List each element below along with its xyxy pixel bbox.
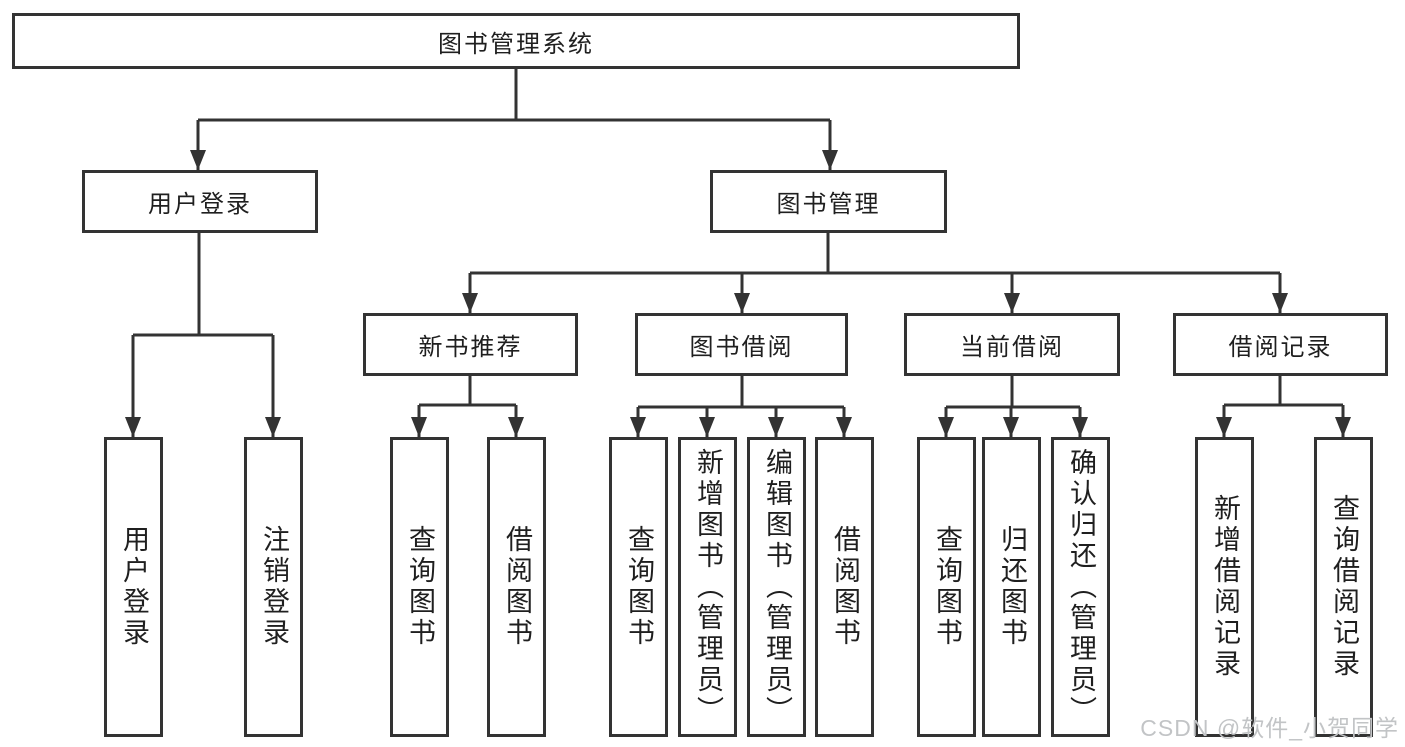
leaf-add-book-admin: 新增图书（管理员）	[678, 437, 737, 737]
node-user-login: 用户登录	[82, 170, 318, 233]
leaf-edit-book-admin: 编辑图书（管理员）	[747, 437, 806, 737]
node-borrow-records-label: 借阅记录	[1228, 334, 1333, 361]
leaf-borrow-borrow-books: 借阅图书	[815, 437, 874, 737]
leaf-query-borrow-record-label: 查询借阅记录	[1329, 494, 1359, 680]
node-borrow-records: 借阅记录	[1173, 313, 1388, 376]
leaf-logout-label: 注销登录	[259, 525, 289, 649]
leaf-user-login: 用户登录	[104, 437, 163, 737]
leaf-add-book-admin-label: 新增图书（管理员）	[693, 447, 723, 727]
leaf-confirm-return-admin: 确认归还（管理员）	[1051, 437, 1110, 737]
node-book-borrow-label: 图书借阅	[689, 334, 794, 361]
node-book-management-label: 图书管理	[776, 191, 881, 218]
leaf-return-books-label: 归还图书	[997, 525, 1027, 649]
leaf-newbook-borrow-books: 借阅图书	[487, 437, 546, 737]
node-new-book-recommend: 新书推荐	[363, 313, 578, 376]
node-book-borrow: 图书借阅	[635, 313, 848, 376]
leaf-current-query-books-label: 查询图书	[932, 525, 962, 649]
leaf-newbook-query-books: 查询图书	[390, 437, 449, 737]
leaf-return-books: 归还图书	[982, 437, 1041, 737]
leaf-edit-book-admin-label: 编辑图书（管理员）	[762, 447, 792, 727]
node-book-management: 图书管理	[710, 170, 947, 233]
leaf-user-login-label: 用户登录	[119, 525, 149, 649]
leaf-current-query-books: 查询图书	[917, 437, 976, 737]
leaf-add-borrow-record: 新增借阅记录	[1195, 437, 1254, 737]
leaf-logout: 注销登录	[244, 437, 303, 737]
leaf-add-borrow-record-label: 新增借阅记录	[1210, 494, 1240, 680]
leaf-newbook-query-books-label: 查询图书	[405, 525, 435, 649]
leaf-borrow-query-books: 查询图书	[609, 437, 668, 737]
leaf-newbook-borrow-books-label: 借阅图书	[502, 525, 532, 649]
node-new-book-recommend-label: 新书推荐	[418, 334, 523, 361]
node-current-borrow-label: 当前借阅	[960, 334, 1064, 361]
leaf-borrow-query-books-label: 查询图书	[624, 525, 654, 649]
leaf-query-borrow-record: 查询借阅记录	[1314, 437, 1373, 737]
node-user-login-label: 用户登录	[148, 191, 252, 218]
node-root-system: 图书管理系统	[12, 13, 1020, 69]
leaf-borrow-borrow-books-label: 借阅图书	[830, 525, 860, 649]
leaf-confirm-return-admin-label: 确认归还（管理员）	[1066, 447, 1096, 727]
node-root-label: 图书管理系统	[438, 30, 594, 58]
node-current-borrow: 当前借阅	[904, 313, 1120, 376]
